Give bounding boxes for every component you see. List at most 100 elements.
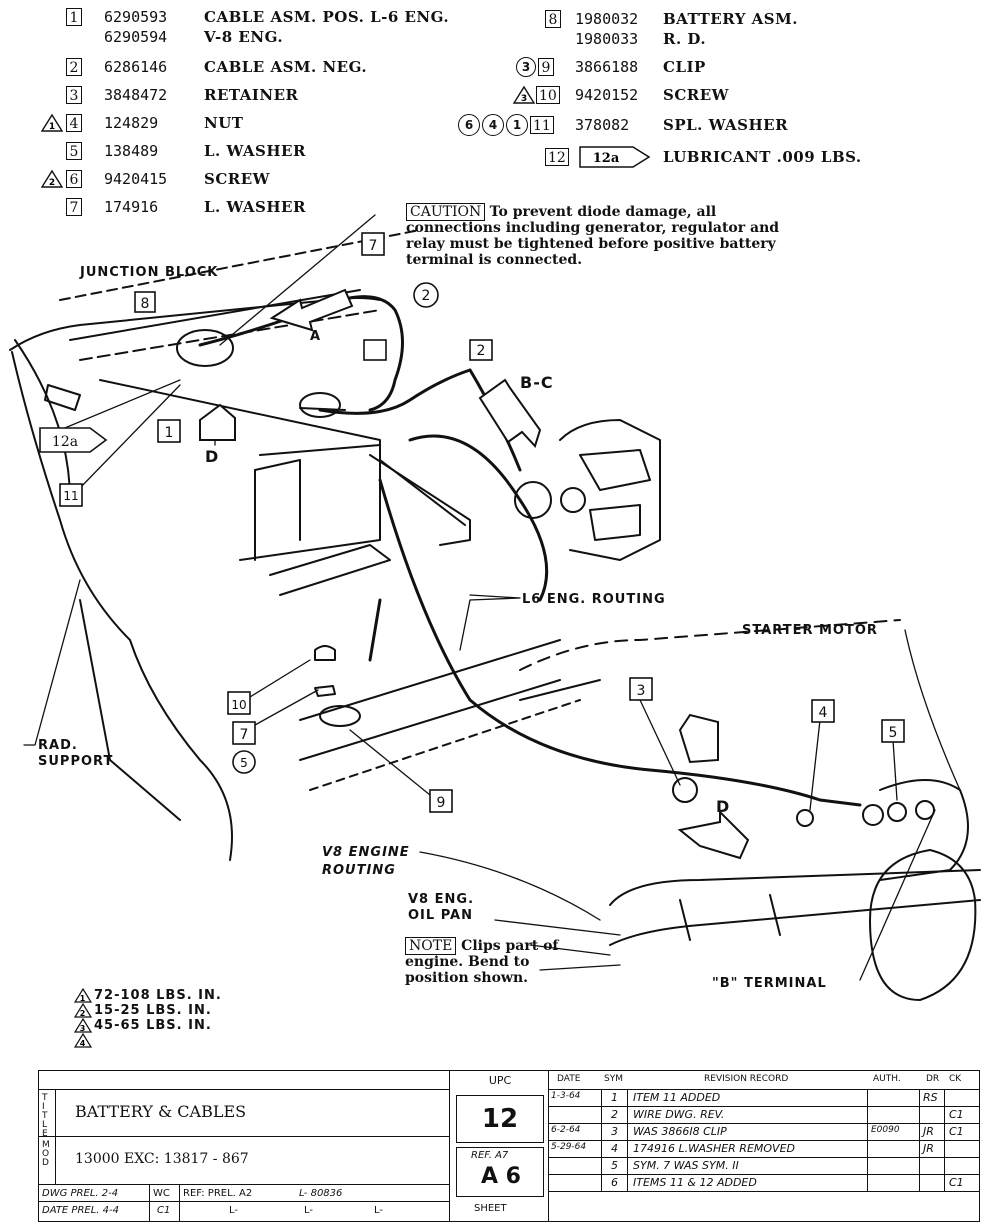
part-row-6: 2 6 9420415 SCREW — [40, 168, 270, 190]
revision-record: DATE SYM REVISION RECORD AUTH. DR CK 1-3… — [549, 1071, 979, 1221]
part-row-7: 7 174916 L. WASHER — [66, 196, 305, 218]
part-description: BATTERY ASM. — [663, 10, 798, 28]
lubricant-tag-label: 12a — [593, 151, 620, 166]
ref-text: REF: PREL. A2 — [183, 1188, 253, 1199]
view-d2-arrow-icon — [677, 809, 750, 860]
callout-5-circle: 5 — [240, 756, 248, 770]
title-cell: TITLE BATTERY & CABLES — [39, 1089, 449, 1139]
part-number-box: 2 — [66, 58, 82, 76]
part-description-alt: V-8 ENG. — [204, 28, 284, 46]
part-number: 6290593 — [104, 8, 168, 26]
part-number-box: 4 — [66, 114, 82, 132]
note-label: NOTE — [405, 937, 457, 955]
upc-cell: UPC 12 REF. A7 A 6 SHEET — [449, 1071, 549, 1221]
torque-value: 15-25 LBS. IN. — [94, 1003, 212, 1018]
part-number: 174916 — [104, 198, 159, 216]
mod-label: MOD — [42, 1140, 50, 1168]
part-description: SPL. WASHER — [663, 116, 789, 134]
torque-row: 4 — [74, 1033, 274, 1048]
ref-code: REF. A7 — [471, 1150, 509, 1161]
wiring-diagram: 8 7 2 2 1 3 4 5 10 7 5 9 11 12a JUNCTION… — [9, 214, 981, 1001]
part-number-box: 1 — [66, 8, 82, 26]
part-number-box: 5 — [66, 142, 82, 160]
svg-text:2: 2 — [80, 1009, 87, 1018]
torque-triangle-icon: 1 — [74, 988, 93, 1003]
part-row-12: 12 12a LUBRICANT .009 LBS. — [545, 146, 861, 168]
part-description: CLIP — [663, 58, 706, 76]
rev-header-record: REVISION RECORD — [704, 1074, 789, 1084]
note-text: Clips part of engine. Bend to position s… — [405, 938, 559, 986]
torque-value: 72-108 LBS. IN. — [94, 988, 222, 1003]
label-l6-routing: L6 ENG. ROUTING — [522, 592, 666, 607]
revision-circle-4: 4 — [482, 114, 504, 136]
part-row-10: 3 10 9420152 SCREW — [512, 84, 729, 106]
torque-triangle-icon: 2 — [74, 1003, 93, 1018]
sheet-box: REF. A7 A 6 — [456, 1147, 544, 1197]
part-number: 6286146 — [104, 58, 168, 76]
part-description: LUBRICANT .009 LBS. — [663, 148, 862, 166]
fender-outline — [11, 351, 233, 861]
callout-7: 7 — [369, 238, 378, 254]
part-description: CABLE ASM. NEG. — [204, 58, 368, 76]
caution-text: To prevent diode damage, all connections… — [406, 204, 780, 268]
rev-header-ck: CK — [949, 1074, 962, 1084]
part-number: 378082 — [575, 116, 630, 134]
part-number-box: 9 — [538, 58, 554, 76]
revision-circle-3: 3 — [516, 57, 536, 77]
torque-triangle-icon: 1 — [40, 113, 64, 132]
rev-header-date: DATE — [557, 1074, 581, 1084]
label-v8-routing-2: ROUTING — [322, 863, 396, 878]
l-value: L- — [374, 1205, 384, 1216]
part-description: SCREW — [204, 170, 271, 188]
svg-text:1: 1 — [80, 994, 87, 1003]
torque-triangle-icon: 2 — [40, 169, 64, 188]
drawing-title: BATTERY & CABLES — [75, 1102, 247, 1121]
part-number: 9420152 — [575, 86, 639, 104]
clip-note: NOTE Clips part of engine. Bend to posit… — [405, 937, 595, 986]
callout-8: 8 — [141, 296, 150, 312]
torque-triangle-icon: 3 — [74, 1018, 93, 1033]
torque-triangle-icon: 3 — [512, 85, 536, 104]
part-row-3: 3 3848472 RETAINER — [66, 84, 298, 106]
part-number: 3848472 — [104, 86, 168, 104]
date-text: DATE PREL. 4-4 — [42, 1205, 119, 1216]
revision-circle-1: 1 — [506, 114, 528, 136]
callout-10: 10 — [231, 698, 246, 712]
part-number: 1980032 — [575, 10, 639, 28]
l-value: L- 80836 — [299, 1188, 343, 1199]
part-row-2: 2 6286146 CABLE ASM. NEG. — [66, 56, 367, 78]
part-row-9: 3 9 3866188 CLIP — [516, 56, 705, 78]
lubricant-tag-icon: 12a — [579, 146, 651, 168]
dwg-cell: DWG PREL. 2-4 DATE PREL. 4-4 WC C1 REF: … — [39, 1185, 449, 1221]
part-row-1: 1 6290593 CABLE ASM. POS. L-6 ENG. — [66, 6, 449, 28]
view-d-arrow-icon — [199, 403, 236, 441]
title-label: TITLE — [42, 1093, 48, 1139]
rev-header-sym: SYM — [604, 1074, 623, 1084]
part-description: CABLE ASM. POS. L-6 ENG. — [204, 8, 450, 26]
view-bc-arrow-icon — [478, 378, 542, 448]
callout-3: 3 — [637, 683, 646, 699]
triangle-mark: 2 — [49, 178, 55, 188]
sheet-label: SHEET — [474, 1203, 507, 1214]
callout-2-box: 2 — [477, 343, 486, 359]
torque-legend: 1 72-108 LBS. IN. 2 15-25 LBS. IN. 3 45-… — [74, 988, 274, 1048]
torque-row: 2 15-25 LBS. IN. — [74, 1003, 274, 1018]
part-number-alt: 1980033 — [575, 30, 639, 48]
l-value: L- — [304, 1205, 314, 1216]
callout-2: 2 — [422, 288, 431, 304]
part-number-box: 11 — [530, 116, 554, 134]
torque-row: 1 72-108 LBS. IN. — [74, 988, 274, 1003]
label-view-a: A — [310, 329, 321, 344]
part-row-4: 1 4 124829 NUT — [40, 112, 243, 134]
part-description: SCREW — [663, 86, 730, 104]
model-text: 13000 EXC: 13817 - 867 — [75, 1151, 249, 1167]
part-description: L. WASHER — [204, 142, 306, 160]
wc-label: WC — [153, 1188, 170, 1199]
part-number-box: 3 — [66, 86, 82, 104]
part-number: 138489 — [104, 142, 159, 160]
